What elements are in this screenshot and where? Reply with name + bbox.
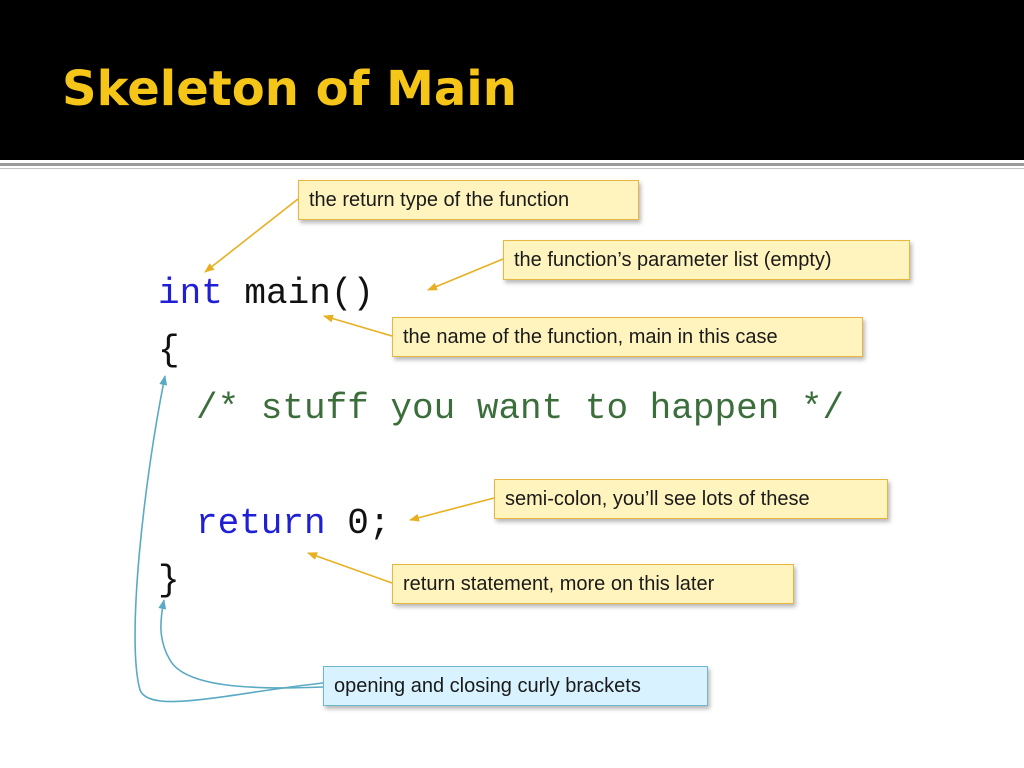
callout-parameter-list: the function’s parameter list (empty) [503, 240, 910, 280]
arrow-return-type [204, 198, 299, 273]
code-line-signature: int main() [158, 273, 374, 315]
header-divider [0, 163, 1024, 166]
code-keyword-int: int [158, 273, 223, 314]
arrow-return-statement [307, 552, 393, 584]
arrow-function-name [323, 314, 393, 337]
callout-semicolon: semi-colon, you’ll see lots of these [494, 479, 888, 519]
arrow-open-brace [134, 375, 324, 703]
code-return-value: 0; [325, 503, 391, 544]
arrow-close-brace [158, 599, 324, 689]
arrow-parameter-list [427, 258, 504, 291]
callout-return-statement: return statement, more on this later [392, 564, 794, 604]
code-close-brace: } [158, 560, 180, 601]
code-keyword-return: return [196, 503, 326, 544]
arrow-semicolon [409, 497, 495, 522]
code-open-brace: { [158, 330, 180, 371]
callout-return-type: the return type of the function [298, 180, 639, 220]
code-function-signature: main() [222, 273, 375, 314]
header-divider-thin [0, 168, 1024, 169]
code-comment: /* stuff you want to happen */ [196, 388, 845, 429]
code-line-return: return 0; [196, 503, 390, 545]
slide-title: Skeleton of Main [62, 61, 517, 117]
callout-curly-brackets: opening and closing curly brackets [323, 666, 708, 706]
slide-header: Skeleton of Main [0, 0, 1024, 160]
callout-function-name: the name of the function, main in this c… [392, 317, 863, 357]
